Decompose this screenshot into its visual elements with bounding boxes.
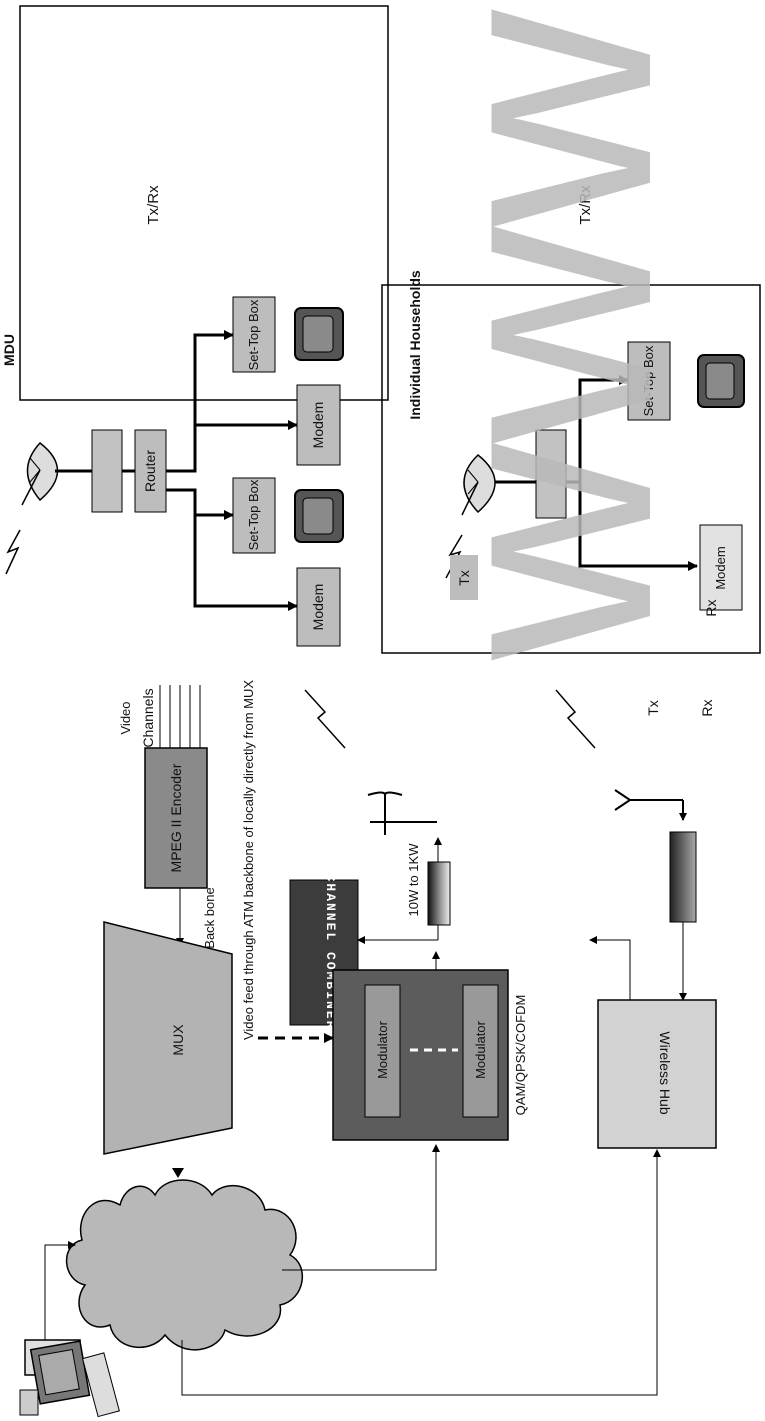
receiver-amplifier (670, 832, 696, 922)
modulation-label: QAM/QPSK/COFDM (513, 995, 528, 1116)
modem-3-label: Modem (713, 546, 728, 589)
wireless-hub (598, 1000, 716, 1148)
power-amplifier (428, 862, 450, 925)
cloud-arrow-icon (172, 1168, 184, 1178)
mdu-label: MDU (1, 334, 17, 366)
mdu-amplifier (92, 430, 122, 512)
modulator-2-label: Modulator (473, 1020, 488, 1078)
backbone-label: Back bone (202, 887, 217, 948)
computer-icon (20, 1340, 119, 1417)
channels-label: Channels (140, 688, 156, 747)
rx-label: Rx (699, 699, 715, 716)
satellite-dish-icon (22, 443, 58, 505)
mux-label: MUX (170, 1024, 186, 1056)
wireless-signal-icon (305, 690, 345, 748)
set-top-box-1-label: Set-Top Box (246, 299, 261, 370)
internet-cloud (67, 1180, 303, 1350)
wireless-hub-label: Wireless Hub (657, 1031, 673, 1114)
tx-label: Tx (645, 700, 661, 716)
watermark-text: www.bini (378, 0, 714, 665)
modem-1-label: Modem (310, 402, 326, 449)
tv-icon (295, 490, 343, 542)
wireless-signal-icon (556, 690, 595, 748)
video-label: Video (118, 701, 133, 734)
encoder-label: MPEG II Encoder (168, 763, 184, 872)
antenna-icon (615, 790, 683, 820)
router-label: Router (142, 450, 158, 492)
mux (104, 922, 232, 1154)
power-label: 10W to 1KW (406, 843, 421, 917)
modem-2-label: Modem (310, 584, 326, 631)
modulator-1-label: Modulator (375, 1020, 390, 1078)
antenna-icon (368, 793, 437, 836)
wireless-signal-icon (6, 530, 20, 574)
mdu-txrx-label: Tx/Rx (145, 185, 162, 225)
tv-icon (295, 308, 343, 360)
set-top-box-2-label: Set-Top Box (246, 479, 261, 550)
video-feed-label: Video feed through ATM backbone of local… (241, 680, 256, 1040)
